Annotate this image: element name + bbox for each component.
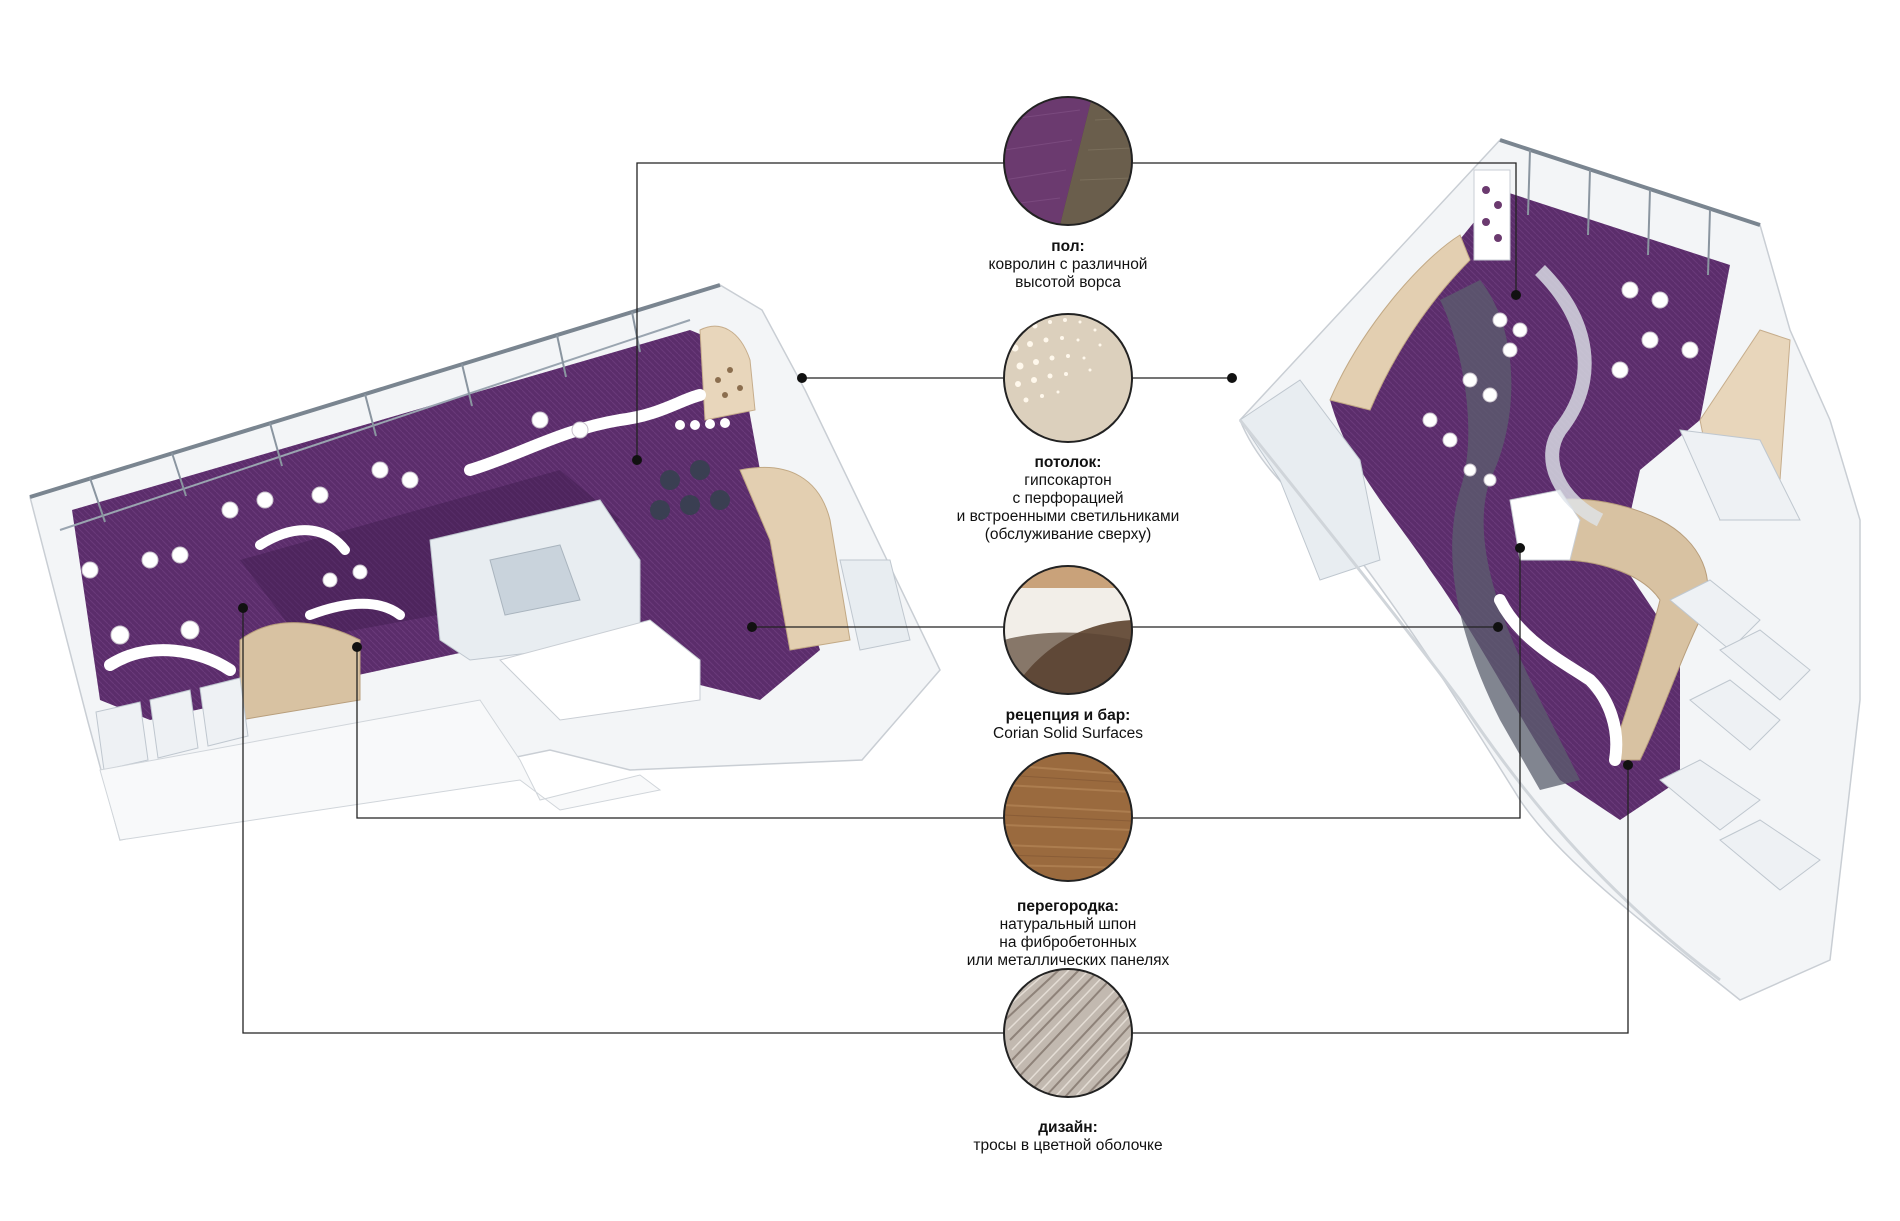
right-reception-desk bbox=[1494, 594, 1623, 766]
left-lounge-sofa-3 bbox=[305, 598, 405, 620]
right-office-cells bbox=[1659, 429, 1821, 891]
left-entrance-block bbox=[499, 619, 701, 721]
left-mullions bbox=[89, 311, 641, 523]
label-partition: перегородка: натуральный шпон на фибробе… bbox=[918, 898, 1218, 970]
right-cable-curtain bbox=[1535, 265, 1604, 527]
right-window-wall bbox=[1499, 138, 1761, 227]
right-wood-wall bbox=[1329, 234, 1471, 411]
leader-endpoints bbox=[238, 290, 1633, 770]
perforated-ceiling-swatch-icon bbox=[1003, 313, 1133, 443]
left-chairs bbox=[81, 411, 589, 645]
label-reception-title: рецепция и бар: bbox=[1005, 707, 1131, 724]
left-bar-stools bbox=[675, 418, 730, 430]
left-window-wall bbox=[29, 283, 721, 499]
right-screen-dots bbox=[1482, 186, 1502, 242]
left-reception-desk bbox=[464, 389, 706, 476]
left-wood-screen bbox=[699, 325, 756, 421]
right-left-rooms bbox=[1239, 379, 1381, 581]
leader-design bbox=[242, 608, 1629, 1034]
right-curved-facade bbox=[1238, 419, 1721, 982]
left-carpet-shadow bbox=[240, 470, 620, 640]
label-floor-description: ковролин с различной высотой ворса bbox=[988, 256, 1148, 291]
label-floor-title: пол: bbox=[1051, 238, 1085, 255]
label-design: дизайн: тросы в цветной оболочке bbox=[918, 1119, 1218, 1155]
label-design-title: дизайн: bbox=[1038, 1119, 1098, 1136]
label-reception: рецепция и бар: Corian Solid Surfaces bbox=[918, 707, 1218, 743]
label-design-description: тросы в цветной оболочке bbox=[973, 1137, 1163, 1154]
label-partition-description: натуральный шпон на фибробетонных или ме… bbox=[966, 916, 1170, 969]
wood-veneer-swatch-icon bbox=[1003, 752, 1133, 882]
left-wood-curve bbox=[739, 466, 851, 651]
right-perforated-screen bbox=[1473, 169, 1511, 261]
label-partition-title: перегородка: bbox=[1017, 898, 1119, 915]
leader-lines bbox=[242, 162, 1629, 1034]
corian-swatch-icon bbox=[1003, 565, 1133, 695]
left-floor-plan bbox=[29, 283, 941, 841]
left-window-base bbox=[59, 319, 691, 531]
label-reception-description: Corian Solid Surfaces bbox=[993, 725, 1143, 742]
right-mullions bbox=[1527, 149, 1711, 276]
left-cubicles bbox=[95, 677, 249, 771]
left-cafe-tables bbox=[650, 460, 730, 520]
left-lounge-sofa bbox=[104, 644, 236, 676]
left-room-inner bbox=[489, 544, 581, 616]
left-lounge-sofa-2 bbox=[255, 525, 350, 555]
cable-swatch-icon bbox=[1003, 968, 1133, 1098]
label-ceiling: потолок: гипсокартон с перфорацией и вст… bbox=[918, 454, 1218, 544]
label-ceiling-title: потолок: bbox=[1034, 454, 1102, 471]
right-floor-plan bbox=[1238, 138, 1861, 1001]
carpet-swatch-icon bbox=[1003, 96, 1133, 226]
leader-partition bbox=[356, 548, 1521, 819]
right-chairs bbox=[1422, 281, 1699, 487]
left-front-wall bbox=[99, 699, 662, 841]
label-ceiling-description: гипсокартон с перфорацией и встроенными … bbox=[956, 472, 1180, 543]
label-floor: пол: ковролин с различной высотой ворса bbox=[918, 238, 1218, 292]
right-grey-path bbox=[1440, 280, 1580, 790]
